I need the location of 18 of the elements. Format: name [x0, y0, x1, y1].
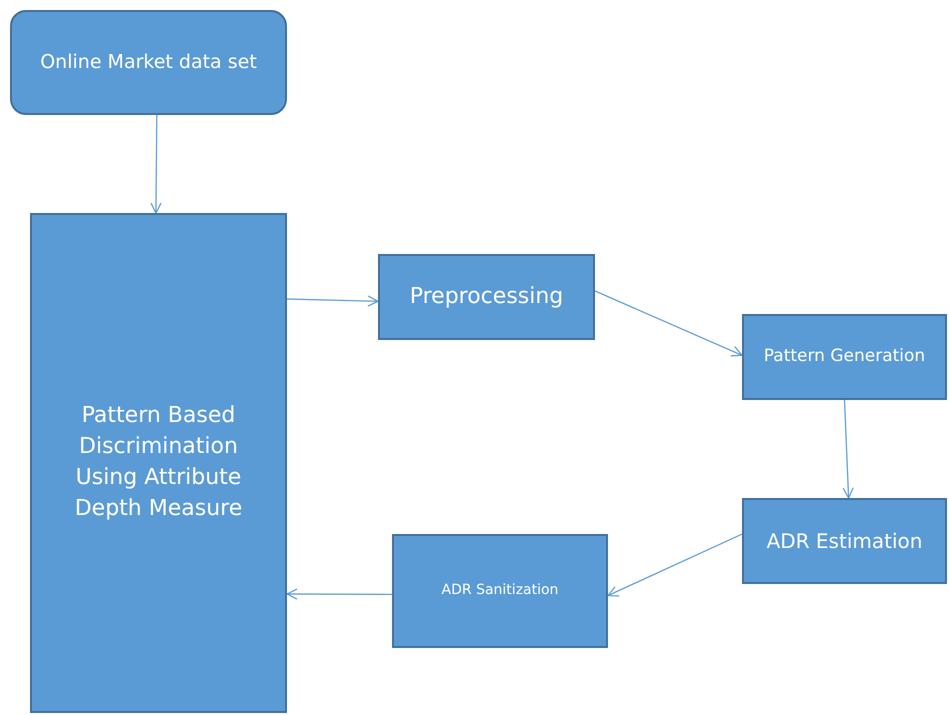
rounded-process-box	[10, 10, 287, 115]
node-label: ADR Estimation	[766, 528, 922, 555]
arrow	[286, 588, 392, 600]
arrow	[150, 115, 162, 214]
node-label: Pattern Generation	[764, 345, 926, 368]
process-box	[742, 498, 947, 584]
process-box	[742, 314, 947, 400]
node-label: Online Market data set	[40, 50, 257, 76]
arrow	[286, 295, 379, 307]
process-box	[392, 534, 608, 648]
node-label: ADR Sanitization	[442, 581, 558, 600]
arrow	[842, 400, 854, 499]
arrow	[594, 290, 743, 356]
node-label: Pattern Based Discrimination Using Attribute Depth Measure	[74, 402, 244, 523]
process-box	[378, 254, 595, 340]
arrow	[607, 534, 742, 597]
process-box	[30, 213, 287, 713]
node-label: Preprocessing	[410, 282, 564, 311]
